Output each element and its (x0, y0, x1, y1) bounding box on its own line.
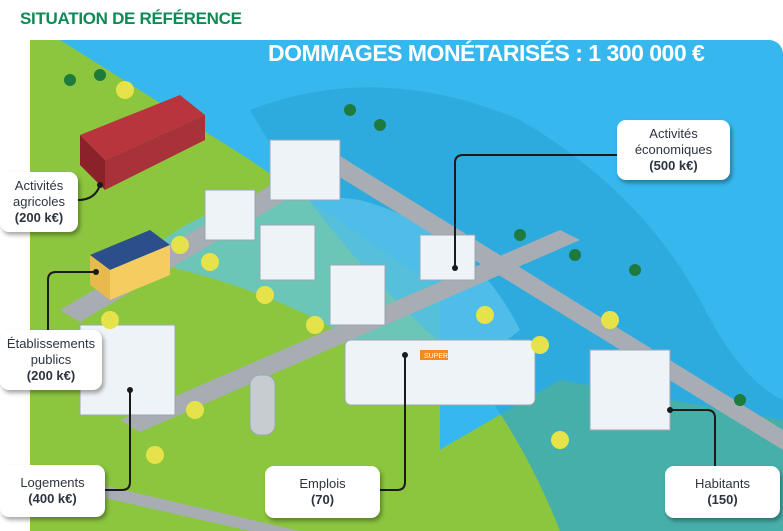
connector-dots (93, 182, 673, 413)
callout-jobs: Emplois (70) (265, 466, 380, 518)
store-sign: SUPER (424, 353, 448, 360)
store-sign-bg (420, 350, 448, 360)
trees (101, 81, 619, 464)
callout-label: Activités agricoles (12, 178, 66, 209)
callout-value: (150) (707, 492, 738, 507)
page-title: SITUATION DE RÉFÉRENCE (20, 9, 242, 28)
callout-value: (500 k€) (649, 158, 698, 173)
callout-label: Établissements publics (6, 336, 96, 367)
callout-label: Habitants (695, 476, 750, 491)
callout-value: (200 k€) (26, 368, 76, 383)
road (70, 480, 300, 531)
connector-lines (47, 154, 716, 491)
callout-inhabitants: Habitants (150) (665, 466, 780, 518)
callout-label: Activités économiques (634, 126, 713, 157)
callout-label: Emplois (299, 476, 346, 491)
callout-value: (200 k€) (14, 210, 64, 225)
callout-housing: Logements (400 k€) (0, 465, 105, 517)
callout-value: (70) (310, 492, 335, 507)
pine-trees (64, 69, 746, 406)
callout-value: (400 k€) (28, 491, 77, 506)
damages-headline: DOMMAGES MONÉTARISÉS : 1 300 000 € (268, 40, 705, 66)
school-building (90, 230, 170, 300)
callout-label: Logements (20, 475, 85, 490)
callout-agricultural: Activités agricoles (200 k€) (0, 172, 78, 232)
farm-building (80, 95, 205, 190)
callout-economic: Activités économiques (500 k€) (617, 120, 730, 180)
callout-public-facilities: Établissements publics (200 k€) (0, 330, 102, 390)
